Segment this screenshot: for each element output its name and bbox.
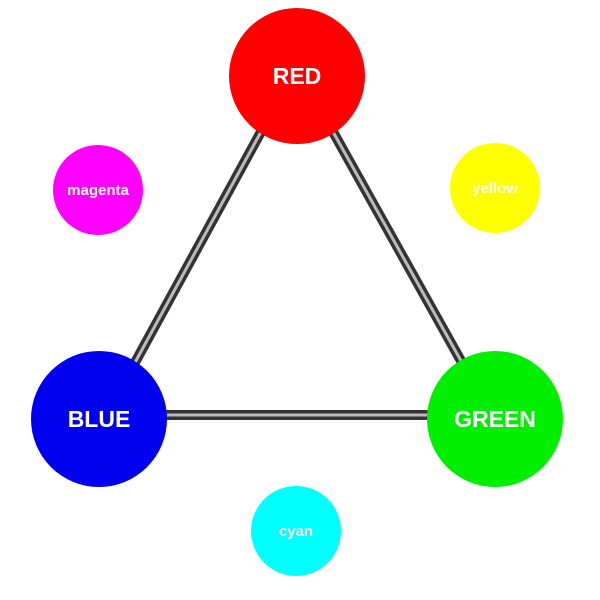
cyan-label: cyan bbox=[278, 522, 314, 540]
blue-label: BLUE bbox=[67, 405, 131, 432]
magenta-circle: magenta bbox=[53, 145, 143, 235]
red-circle: RED bbox=[229, 8, 365, 144]
yellow-circle: yellow bbox=[450, 143, 540, 233]
magenta-label: magenta bbox=[67, 181, 129, 199]
cyan-circle: cyan bbox=[251, 486, 341, 576]
yellow-label: yellow bbox=[472, 179, 518, 197]
red-label: RED bbox=[272, 62, 322, 89]
green-label: GREEN bbox=[454, 405, 536, 432]
green-circle: GREEN bbox=[427, 351, 563, 487]
blue-circle: BLUE bbox=[31, 351, 167, 487]
